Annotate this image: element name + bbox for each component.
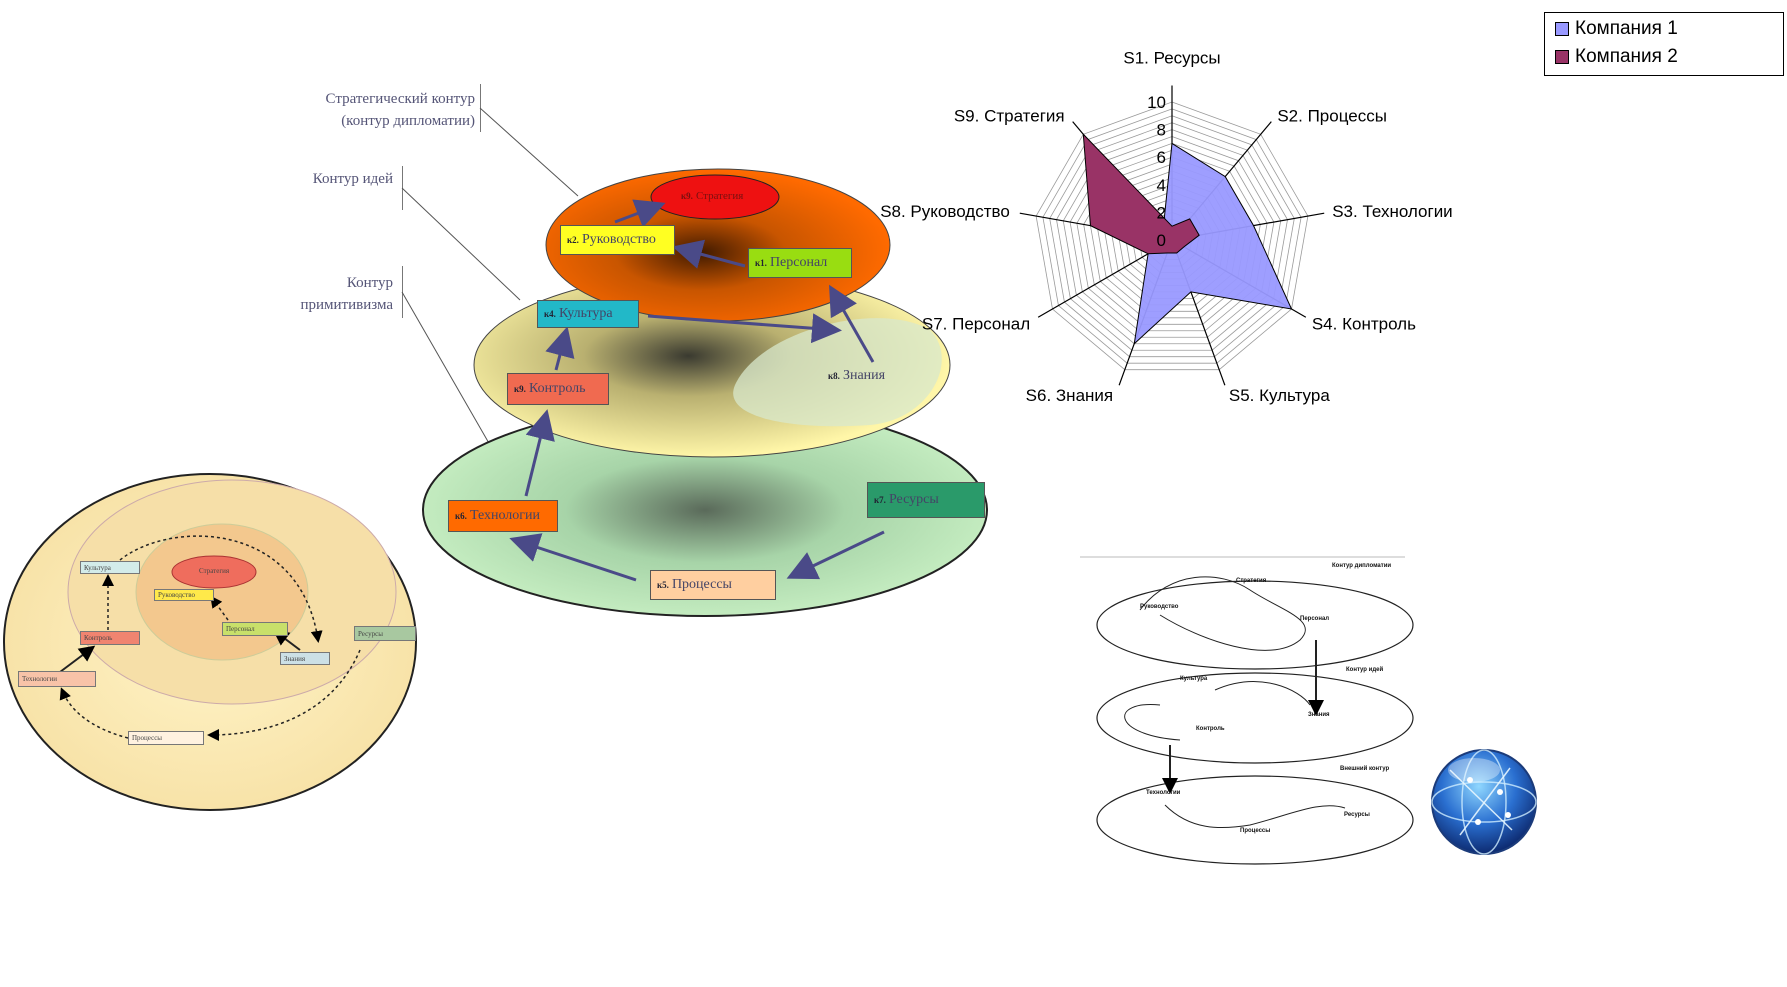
- ideas-contour-label: Контур идей: [312, 171, 393, 187]
- main-knowledge-label: к8. Знания: [828, 368, 886, 383]
- flow-label-processes: Процессы: [1240, 828, 1271, 834]
- primitivism-line-1: Контур: [346, 275, 393, 291]
- flow-curve-3: [1164, 804, 1346, 829]
- strategy-core-ellipse: [650, 174, 780, 220]
- radar-category-label: S9. Стратегия: [954, 107, 1065, 126]
- radar-category-label: S7. Персонал: [922, 314, 1030, 333]
- mini-dotted-resources: [207, 649, 361, 741]
- flow-ellipse-3: [1096, 775, 1414, 865]
- radar-tick-label: 6: [1157, 148, 1166, 167]
- radar-tick-label: 0: [1157, 231, 1166, 250]
- mini-personnel-box: Персонал: [222, 622, 288, 636]
- mini-dotted-processes: [59, 687, 129, 739]
- legend-label-2: Компания 2: [1575, 46, 1678, 67]
- main-leadership-box: к2. Руководство: [560, 225, 675, 255]
- flow-label-culture: Культура: [1180, 676, 1208, 682]
- ideas-leader-line: [401, 187, 521, 301]
- mini-leadership-box: Руководство: [154, 589, 214, 601]
- flow-label-control: Контроль: [1196, 726, 1225, 732]
- flow-label-strategy: Стратегия: [1236, 578, 1267, 584]
- main-technology-box: к6. Технологии: [448, 500, 558, 532]
- arrow-technology-control: [524, 409, 555, 497]
- primitivism-line-2: примитивизма: [300, 297, 393, 313]
- strategic-contour-line-1: Стратегический контур: [325, 91, 475, 107]
- radar-grid-ring: [1049, 115, 1295, 358]
- mini-resources-box: Ресурсы: [354, 626, 416, 641]
- radar-tick-label: 10: [1147, 93, 1166, 112]
- mini-knowledge-box: Знания: [280, 652, 330, 665]
- main-processes-box: к5. Процессы: [650, 570, 776, 600]
- flow-curve-2: [1124, 681, 1311, 741]
- radar-grid-ring: [1062, 129, 1282, 345]
- radar-category-label: S3. Технологии: [1332, 202, 1452, 221]
- mini-technology-box: Технологии: [18, 671, 96, 687]
- flow-label-technology: Технологии: [1146, 790, 1181, 796]
- legend-swatch-1: [1555, 22, 1569, 36]
- flow-curve-1: [1139, 576, 1306, 651]
- flow-label-ideas: Контур идей: [1346, 667, 1384, 673]
- flow-ellipse-2: [1096, 672, 1414, 764]
- primitivism-leader-line: [401, 291, 491, 446]
- radar-category-label: S1. Ресурсы: [1123, 48, 1220, 67]
- arrow-resources-processes: [786, 530, 885, 580]
- mini-culture-box: Культура: [80, 561, 140, 574]
- chart-legend: Компания 1 Компания 2: [1544, 12, 1784, 76]
- radar-grid-ring: [1056, 122, 1288, 351]
- mini-dotted-outer-right: [119, 535, 323, 643]
- flow-label-leadership: Руководство: [1140, 604, 1179, 610]
- radar-category-label: S8. Руководство: [880, 202, 1010, 221]
- legend-item-company-1: Компания 1: [1545, 15, 1783, 43]
- radar-category-label: S2. Процессы: [1277, 107, 1387, 126]
- radar-category-label: S5. Культура: [1229, 386, 1330, 405]
- main-control-box: к9. Контроль: [507, 373, 609, 405]
- radar-tick-label: 2: [1157, 203, 1166, 222]
- mini-strategy-ellipse: [171, 555, 257, 589]
- main-resources-box: к7. Ресурсы: [867, 482, 985, 518]
- arrow-leadership-strategy: [614, 199, 666, 228]
- radar-tick-label: 8: [1157, 121, 1166, 140]
- arrow-culture-knowledge: [647, 313, 842, 344]
- flow-label-diplomacy: Контур дипломатии: [1332, 563, 1392, 569]
- radar-category-label: S4. Контроль: [1312, 314, 1416, 333]
- legend-item-company-2: Компания 2: [1545, 43, 1783, 71]
- main-culture-box: к4. Культура: [537, 300, 639, 328]
- flow-label-inner: Внешний контур: [1340, 766, 1390, 772]
- strategic-contour-label: Стратегический контур (контур дипломатии…: [250, 88, 475, 132]
- main-personnel-box: к1. Персонал: [748, 248, 852, 278]
- legend-label-1: Компания 1: [1575, 18, 1678, 39]
- arrow-processes-technology: [509, 533, 637, 582]
- flow-label-personnel: Персонал: [1300, 616, 1330, 622]
- arrow-personnel-leadership: [672, 239, 746, 269]
- mini-processes-box: Процессы: [128, 731, 204, 745]
- radar-series-2: [1082, 132, 1200, 255]
- main-strategy-label: к9. Стратегия: [681, 190, 744, 202]
- arrow-control-culture: [545, 326, 575, 371]
- mini-control-box: Контроль: [80, 631, 140, 645]
- strategic-contour-line-2: (контур дипломатии): [341, 113, 475, 129]
- radar-grid-ring: [1042, 108, 1302, 364]
- arrow-knowledge-personnel: [829, 284, 875, 363]
- flow-label-resources: Ресурсы: [1344, 812, 1370, 818]
- radar-grid-ring: [1035, 101, 1309, 371]
- strategic-leader-line: [479, 107, 579, 197]
- mini-arrow-tech-control: [59, 645, 96, 673]
- radar-category-label: S6. Знания: [1026, 386, 1113, 405]
- mini-arrow-personnel-leadership: [210, 595, 229, 621]
- legend-swatch-2: [1555, 50, 1569, 64]
- radar-tick-label: 4: [1157, 176, 1166, 195]
- flow-label-knowledge: Знания: [1308, 712, 1330, 718]
- mini-strategy-label: Стратегия: [199, 567, 230, 575]
- flow-ellipse-1: [1096, 580, 1414, 670]
- knowledge-shadow: [733, 318, 942, 427]
- network-globe-icon: [1431, 749, 1537, 855]
- primitivism-contour-label: Контур примитивизма: [250, 272, 393, 316]
